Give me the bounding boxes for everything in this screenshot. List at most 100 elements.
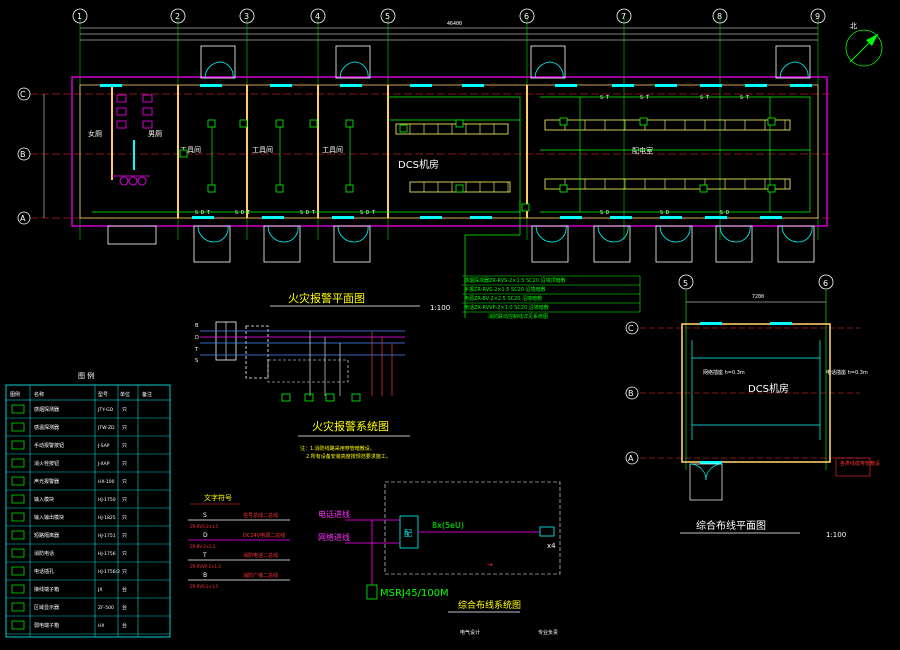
bottom-label-1: 电气设计 bbox=[460, 629, 480, 636]
comm-cabinet-label: 配 bbox=[404, 529, 412, 538]
inner-wall bbox=[79, 84, 819, 219]
jack-spec: MSRJ45/100M bbox=[380, 588, 449, 599]
svg-text:T: T bbox=[194, 347, 199, 353]
hydrant-button-icon bbox=[11, 458, 25, 468]
legend-model: HX-100 bbox=[98, 479, 115, 485]
wire-code: B bbox=[203, 572, 207, 579]
doors bbox=[107, 45, 815, 263]
smoke-detector-icon bbox=[11, 404, 25, 414]
isolator-icon bbox=[11, 530, 25, 540]
legend-model: HJ-1756 bbox=[98, 551, 116, 557]
wire-code: T bbox=[202, 552, 207, 559]
fire-plan-scale: 1:100 bbox=[430, 304, 450, 312]
overall-dimension: 46400 bbox=[447, 21, 462, 27]
legend-model: J-XAP bbox=[97, 461, 110, 467]
svg-text:D: D bbox=[195, 335, 199, 341]
legend-name: 短路隔离器 bbox=[34, 532, 59, 539]
comm-red-mark: → bbox=[487, 561, 493, 569]
area-display-icon bbox=[11, 602, 25, 612]
partition-walls bbox=[111, 85, 528, 218]
windows bbox=[100, 84, 812, 219]
room-label-tool3: 工具间 bbox=[322, 146, 343, 154]
legend-unit: 台 bbox=[122, 586, 127, 593]
legend-model: HJ-1756/2 bbox=[98, 569, 120, 575]
svg-text:S D: S D bbox=[660, 210, 669, 216]
phone-line-label: 电话进线 bbox=[318, 509, 350, 519]
sound-light-alarm-icon bbox=[11, 476, 25, 486]
legend-unit: 只 bbox=[122, 479, 127, 485]
manual-alarm-icon bbox=[11, 440, 25, 450]
legend-name: 感温探测器 bbox=[34, 424, 59, 431]
junction-box-icon bbox=[11, 584, 25, 594]
svg-text:S D: S D bbox=[600, 210, 609, 216]
row-axis-label: C bbox=[20, 90, 26, 99]
legend-unit: 只 bbox=[122, 569, 127, 575]
svg-text:S D T: S D T bbox=[235, 210, 250, 216]
room-label-tool2: 工具间 bbox=[252, 146, 273, 154]
plan-note-4: 电话ZR-RVVP-2×1.0 SC20 沿墙暗敷 bbox=[464, 304, 549, 311]
net-line-label: 网络进线 bbox=[318, 532, 350, 542]
comm-axis-c: C bbox=[628, 324, 634, 333]
room-label-switch: 配电室 bbox=[632, 146, 653, 155]
legend-name: 电话插孔 bbox=[34, 568, 54, 575]
switchgear-panels bbox=[544, 119, 791, 190]
wire-desc: 消防电话二总线 bbox=[243, 552, 278, 559]
room-label-toilet-f: 女厕 bbox=[88, 129, 102, 138]
legend-model: JTW-ZD bbox=[97, 425, 115, 431]
legend-unit: 台 bbox=[122, 604, 127, 611]
comm-axis-5: 5 bbox=[683, 279, 688, 288]
wire-desc: 信号总线二总线 bbox=[243, 512, 278, 519]
phone-jack-icon bbox=[11, 566, 25, 576]
column-axis-label: 1 bbox=[77, 12, 82, 21]
dcs-cabinets bbox=[395, 123, 511, 193]
cabinet-divisions bbox=[409, 120, 786, 192]
wire-spec: ZR-RVVP-2×1.0 bbox=[190, 564, 221, 569]
row-axis-label: B bbox=[20, 150, 26, 159]
legend-unit: 只 bbox=[122, 425, 127, 431]
column-axis-label: 2 bbox=[175, 12, 180, 21]
legend-model: HJ-1750 bbox=[98, 497, 116, 503]
comm-note-2: 电话插座 h=0.3m bbox=[826, 369, 868, 376]
north-arrow: 北 bbox=[845, 22, 883, 67]
room-label-dcs: DCS机房 bbox=[398, 158, 439, 171]
svg-text:S: S bbox=[195, 358, 198, 364]
legend-name: 声光报警器 bbox=[34, 478, 59, 485]
comm-plan-dim: 7200 bbox=[752, 294, 764, 300]
comm-outlet bbox=[539, 526, 555, 537]
comm-note-1: 网络插座 h=0.3m bbox=[703, 369, 745, 376]
comm-room-wall bbox=[681, 323, 831, 463]
legend-unit: 只 bbox=[122, 551, 127, 557]
legend-name: 弱电端子箱 bbox=[34, 622, 59, 629]
cable-spec: 8x(5eU) bbox=[432, 521, 464, 530]
wire-spec: ZR-RVS-2×1.5 bbox=[190, 584, 219, 589]
legend-model: HJ-1825 bbox=[98, 515, 116, 521]
fire-devices bbox=[179, 117, 776, 212]
comm-sys-title: 综合布线系统图 bbox=[458, 599, 521, 611]
legend-unit: 只 bbox=[122, 533, 127, 539]
legend-unit: 台 bbox=[122, 622, 127, 629]
comm-floor-plan: 7200 5 6 C B A DCS机房 网络插座 h=0.3m 电话插座 h=… bbox=[625, 274, 880, 539]
legend-header: 备注 bbox=[142, 391, 152, 398]
bottom-label-2: 专业负责 bbox=[538, 629, 558, 636]
fire-sys-note-1: 注：1.消防线路采用穿管暗敷设。 bbox=[300, 445, 375, 452]
comm-plan-title: 综合布线平面图 bbox=[696, 519, 766, 532]
svg-text:S T: S T bbox=[740, 95, 749, 101]
plan-note-2: 手报ZR-RVS-2×1.5 SC20 沿墙暗敷 bbox=[464, 286, 546, 293]
io-module-icon bbox=[11, 512, 25, 522]
plan-note-1: 感烟探测器ZR-RVS-2×1.5 SC20 沿墙顶暗敷 bbox=[464, 277, 566, 284]
wire-spec: ZR-RVS-2×1.5 bbox=[190, 524, 219, 529]
svg-text:S T: S T bbox=[700, 95, 709, 101]
wire-legend-title: 文字符号 bbox=[204, 493, 232, 502]
row-axis-label: A bbox=[20, 214, 26, 223]
column-axis-label: 8 bbox=[717, 12, 722, 21]
legend-model: HX bbox=[98, 623, 104, 629]
legend-model: JTY-GD bbox=[97, 407, 114, 413]
legend-name: 接线端子箱 bbox=[34, 586, 59, 593]
column-axis-label: 6 bbox=[524, 12, 529, 21]
